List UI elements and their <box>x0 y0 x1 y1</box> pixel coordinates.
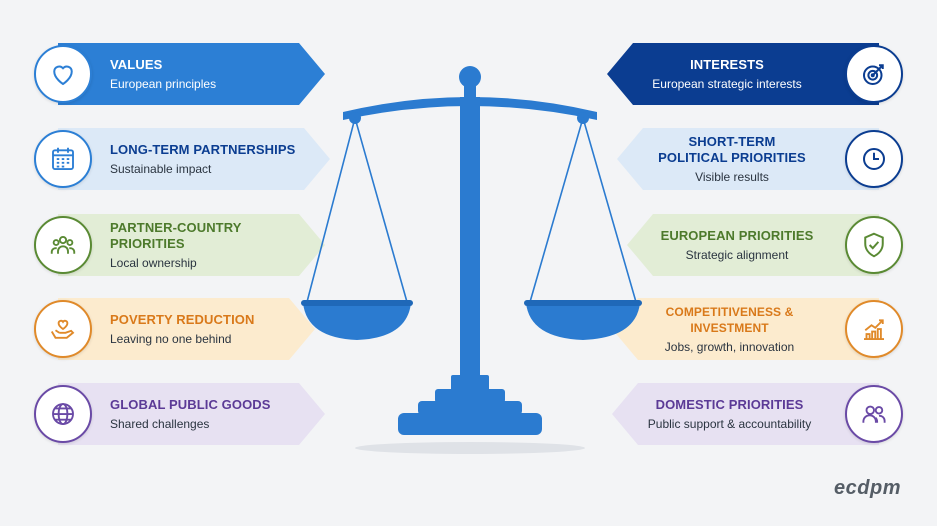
banner-subtitle: Public support & accountability <box>647 416 812 431</box>
scale-base-tier-3 <box>418 401 522 415</box>
scale-pan-right-rim <box>524 300 642 306</box>
scale-top-knob <box>459 66 481 88</box>
scale-base-tier-1 <box>451 375 489 391</box>
scale-beam <box>343 97 597 120</box>
european-priorities-banner: EUROPEAN PRIORITIES Strategic alignment <box>627 214 879 276</box>
scale-beam-end-left <box>349 112 361 124</box>
short-term-political-priorities-banner: SHORT-TERM POLITICAL PRIORITIES Visible … <box>617 128 879 190</box>
banner-title: EUROPEAN PRIORITIES <box>660 227 814 243</box>
banner-subtitle: Shared challenges <box>110 416 210 431</box>
global-public-goods-banner: GLOBAL PUBLIC GOODS Shared challenges <box>58 383 325 445</box>
banner-title: SHORT-TERM <box>688 133 776 149</box>
shield-check-icon <box>845 216 903 274</box>
globe-icon <box>34 385 92 443</box>
scale-pan-left <box>303 303 411 340</box>
scale-strings-right <box>529 117 637 303</box>
clock-icon <box>845 130 903 188</box>
scale-shadow <box>355 442 585 454</box>
banner-subtitle: Strategic alignment <box>685 247 789 262</box>
users-icon <box>845 385 903 443</box>
growth-chart-icon <box>845 300 903 358</box>
banner-subtitle: Jobs, growth, innovation <box>664 339 795 354</box>
banner-title: COMPETITIVENESS & INVESTMENT <box>665 304 794 335</box>
banner-subtitle: Leaving no one behind <box>110 331 232 346</box>
banner-subtitle: European strategic interests <box>652 76 802 91</box>
long-term-partnerships-banner: LONG-TERM PARTNERSHIPS Sustainable impac… <box>58 128 330 190</box>
banner-subtitle: Local ownership <box>110 255 197 270</box>
interests-banner: INTERESTS European strategic interests <box>607 43 879 105</box>
banner-title: PARTNER-COUNTRY PRIORITIES <box>110 219 242 251</box>
poverty-reduction-banner: POVERTY REDUCTION Leaving no one behind <box>58 298 315 360</box>
scale-strings-left <box>306 117 408 303</box>
banner-title: GLOBAL PUBLIC GOODS <box>110 396 271 412</box>
banner-subtitle: Sustainable impact <box>110 161 212 176</box>
banner-title: LONG-TERM PARTNERSHIPS <box>110 141 296 157</box>
calendar-icon <box>34 130 92 188</box>
domestic-priorities-banner: DOMESTIC PRIORITIES Public support & acc… <box>612 383 879 445</box>
heart-icon <box>34 45 92 103</box>
scale-pillar <box>460 97 480 377</box>
heart-hand-icon <box>34 300 92 358</box>
scale-pan-left-rim <box>301 300 413 306</box>
target-icon <box>845 45 903 103</box>
scale-base-tier-4 <box>398 413 542 435</box>
partner-country-priorities-banner: PARTNER-COUNTRY PRIORITIES Local ownersh… <box>58 214 325 276</box>
people-group-icon <box>34 216 92 274</box>
banner-subtitle: European principles <box>110 76 217 91</box>
competitiveness-investment-banner: COMPETITIVENESS & INVESTMENT Jobs, growt… <box>612 298 879 360</box>
scale-base-tier-2 <box>435 389 505 403</box>
banner-title-line2: POLITICAL PRIORITIES <box>658 149 806 165</box>
banner-title: POVERTY REDUCTION <box>110 311 255 327</box>
banner-title: INTERESTS <box>690 56 764 72</box>
values-banner: VALUES European principles <box>58 43 325 105</box>
scale-beam-end-right <box>577 112 589 124</box>
banner-title: VALUES <box>110 56 163 72</box>
ecdpm-logo: ecdpm <box>834 477 901 499</box>
scale-neck <box>464 85 476 99</box>
banner-subtitle: Visible results <box>695 169 769 184</box>
banner-title: DOMESTIC PRIORITIES <box>655 396 804 412</box>
